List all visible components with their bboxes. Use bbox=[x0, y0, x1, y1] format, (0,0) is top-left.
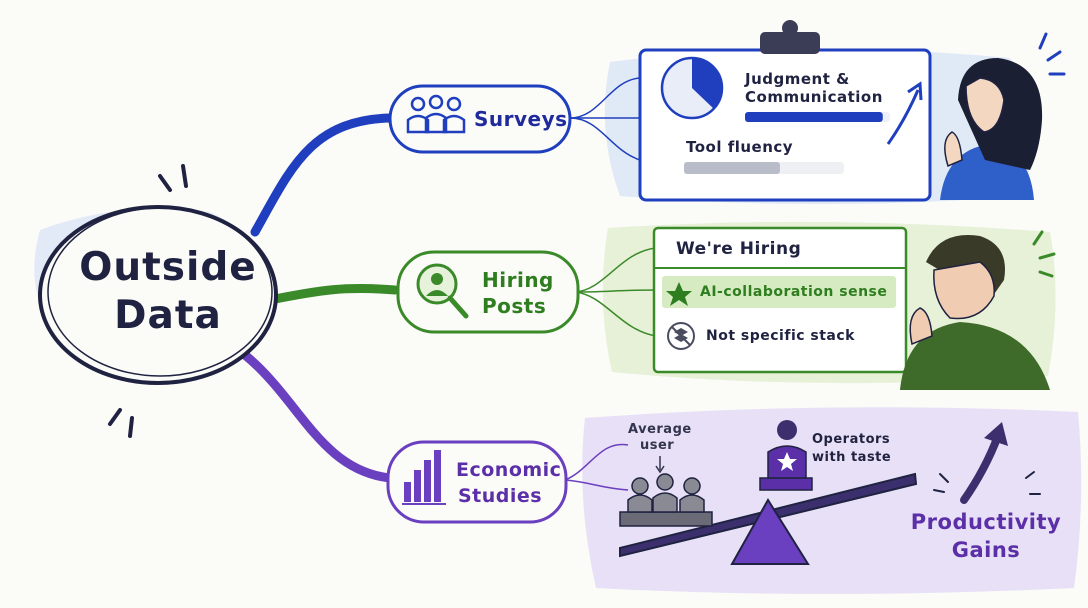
trend-arrow-icon bbox=[886, 89, 920, 145]
economic-pill bbox=[386, 440, 568, 524]
star-icon bbox=[666, 282, 692, 306]
productivity-line1: Productivity bbox=[910, 510, 1062, 534]
clipboard-clip-icon bbox=[760, 20, 820, 54]
survey-item1-line2: Communication bbox=[745, 88, 883, 106]
hiring-label-line1: Hiring bbox=[482, 268, 554, 292]
thinking-woman-illustration bbox=[940, 32, 1066, 200]
connector-purple bbox=[240, 350, 395, 483]
hiring-label-line2: Posts bbox=[482, 294, 547, 318]
surveys-label: Surveys bbox=[474, 107, 568, 131]
pie-chart-icon bbox=[660, 56, 724, 120]
hiring-heading: We're Hiring bbox=[676, 239, 802, 259]
average-user-line1: Average bbox=[628, 422, 692, 437]
survey-item1-bar bbox=[745, 112, 883, 122]
hiring-item1: AI-collaboration sense bbox=[700, 284, 888, 300]
center-title-line1: Outside bbox=[79, 245, 257, 290]
surveys-pill bbox=[388, 84, 572, 154]
connector-green bbox=[265, 283, 400, 305]
economic-label-line1: Economic bbox=[456, 459, 562, 481]
operators-line2: with taste bbox=[812, 450, 892, 465]
bar-chart-icon bbox=[402, 450, 446, 505]
fan-lines-purple bbox=[564, 443, 629, 491]
no-stack-icon bbox=[667, 322, 695, 350]
hiring-item2: Not specific stack bbox=[706, 328, 855, 344]
emphasis-ticks bbox=[108, 164, 188, 438]
economic-label-line2: Studies bbox=[458, 485, 543, 507]
survey-item1-line1: Judgment & bbox=[745, 70, 850, 88]
productivity-line2: Gains bbox=[951, 538, 1021, 562]
connector-blue bbox=[250, 113, 395, 237]
fan-lines-green bbox=[574, 247, 657, 337]
survey-item2: Tool fluency bbox=[686, 138, 794, 156]
center-node bbox=[38, 205, 278, 385]
thinking-man-illustration bbox=[900, 230, 1056, 390]
people-icon bbox=[406, 94, 466, 134]
up-arrow-icon bbox=[960, 422, 1008, 504]
center-title-line2: Data bbox=[114, 293, 222, 338]
fan-lines-blue bbox=[569, 77, 641, 161]
person-search-icon bbox=[416, 263, 469, 319]
hiring-item1-highlight bbox=[662, 276, 896, 308]
star-person-icon bbox=[767, 420, 807, 479]
seesaw-icon bbox=[619, 472, 918, 565]
survey-item2-bar bbox=[684, 162, 780, 174]
operators-line1: Operators bbox=[812, 432, 891, 447]
center-title: Outside Data bbox=[68, 244, 268, 340]
average-user-line2: user bbox=[640, 438, 675, 453]
